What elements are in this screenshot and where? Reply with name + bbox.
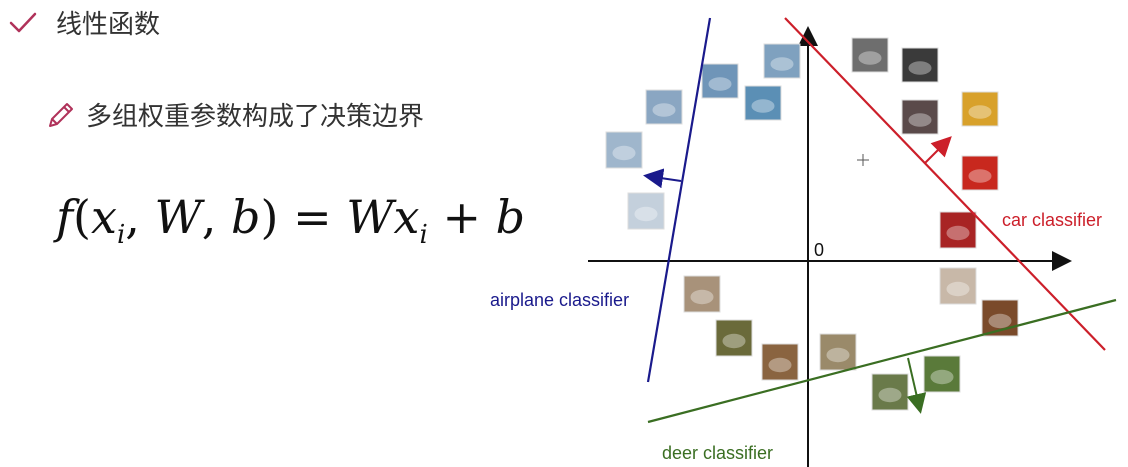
check-icon	[9, 12, 37, 32]
frog-image	[761, 343, 799, 381]
ship-image	[763, 43, 801, 79]
heading-text: 线性函数	[56, 10, 161, 40]
bullet-point: 多组权重参数构成了决策边界	[46, 96, 424, 133]
deer-classifier-line	[647, 298, 1117, 424]
frog-image	[715, 319, 753, 357]
origin-label: 0	[814, 240, 824, 260]
deer-image	[871, 373, 909, 411]
car-classifier-arrow	[924, 136, 952, 164]
decision-boundary-diagram: 0 airplane classifier car classifier dee…	[490, 17, 1117, 467]
car-image	[961, 91, 999, 127]
car-classifier-label: car classifier	[1002, 210, 1102, 230]
pencil-icon	[49, 102, 73, 127]
airplane-image	[645, 89, 683, 125]
airplane-classifier-label: airplane classifier	[490, 290, 629, 310]
deer-image	[923, 355, 961, 393]
deer-classifier-arrow	[906, 357, 927, 414]
image-thumbnails	[605, 37, 1019, 411]
bird-image	[939, 267, 977, 305]
truck-image	[939, 211, 977, 249]
bird-image	[981, 299, 1019, 337]
cat-image	[683, 275, 721, 313]
car-image	[961, 155, 999, 191]
bird-image	[819, 333, 857, 371]
airplane-classifier-arrow	[643, 168, 682, 189]
airplane-image	[605, 131, 643, 169]
airplane-image	[627, 192, 665, 230]
ship-image	[701, 63, 739, 99]
car-image	[901, 99, 939, 135]
crosshair-icon	[857, 154, 869, 166]
car-image	[901, 47, 939, 83]
airplane-classifier-line	[646, 17, 712, 383]
car-classifier-line	[784, 17, 1106, 351]
deer-classifier-label: deer classifier	[662, 443, 773, 463]
bullet-text: 多组权重参数构成了决策边界	[86, 102, 425, 132]
linear-function-formula: f(xi, W, b) = Wxi + b	[56, 190, 526, 250]
ship-image	[744, 85, 782, 121]
section-heading: 线性函数	[8, 4, 160, 41]
car-image	[851, 37, 889, 73]
